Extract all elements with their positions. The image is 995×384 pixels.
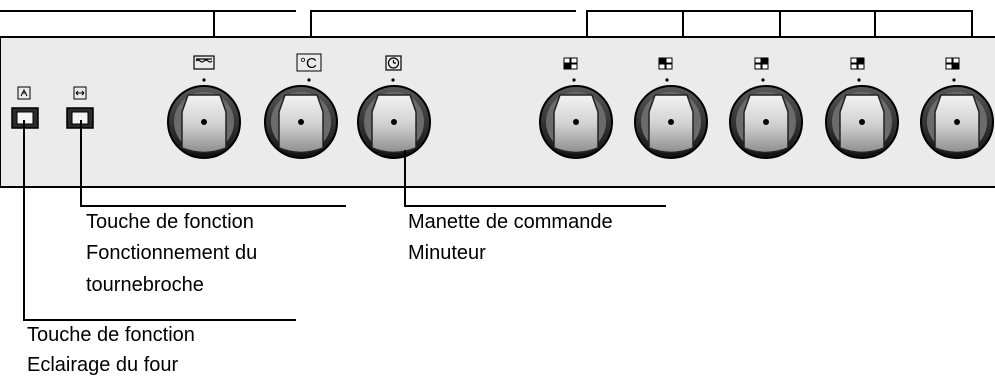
timer-callout-line1: Manette de commande — [408, 211, 613, 233]
clock-icon — [385, 55, 402, 71]
timer-knob[interactable] — [357, 85, 431, 159]
light-callout-line1: Touche de fonction — [27, 324, 195, 346]
rotisserie-arrows-icon — [73, 86, 87, 100]
hob-knob-3[interactable] — [729, 85, 803, 159]
rotisserie-callout-line2: Fonctionnement du — [86, 242, 258, 264]
hob-knob-5[interactable] — [920, 85, 994, 159]
light-bulb-icon — [17, 86, 31, 100]
hob-knob-4[interactable] — [825, 85, 899, 159]
timer-callout-line2: Minuteur — [408, 242, 486, 264]
thermometer-icon: °C — [300, 55, 317, 72]
knob-dots — [202, 78, 956, 82]
hob-knob-1[interactable] — [539, 85, 613, 159]
oven-mode-icon — [193, 55, 215, 70]
rotisserie-callout-line3: tournebroche — [86, 274, 204, 296]
bottom-callout-lines — [23, 120, 666, 321]
light-callout-line2: Eclairage du four — [27, 354, 179, 376]
hob-zone-icon — [563, 57, 960, 70]
hob-knob-2[interactable] — [634, 85, 708, 159]
oven-function-knob[interactable] — [167, 85, 241, 159]
temperature-knob[interactable] — [264, 85, 338, 159]
rotisserie-callout-line1: Touche de fonction — [86, 211, 254, 233]
